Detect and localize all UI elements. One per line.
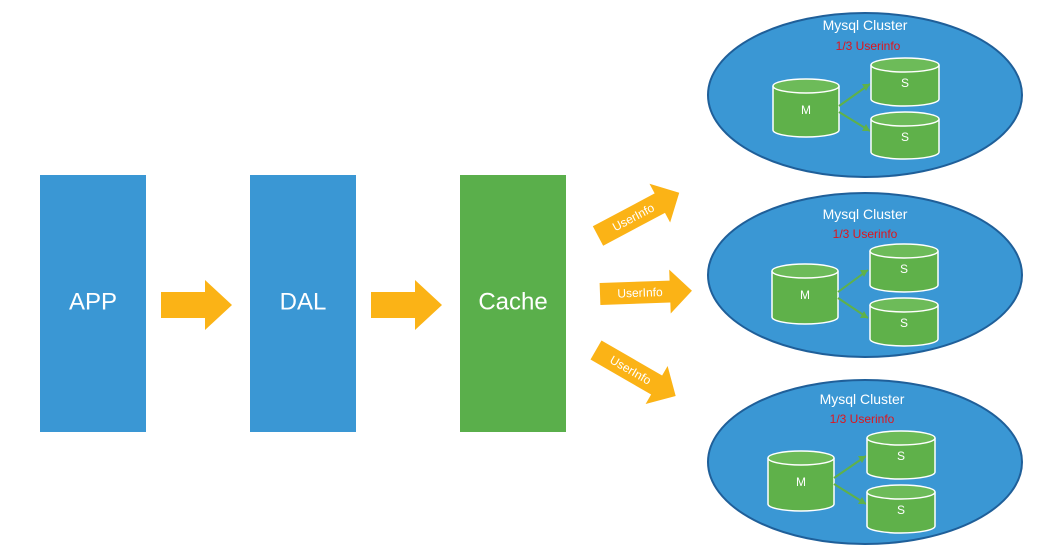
slave-db-cylinder-1: S [870, 57, 940, 107]
master-db-cylinder: M [771, 263, 839, 325]
slave-db-cylinder-2: S [869, 297, 939, 347]
dal-label: DAL [280, 288, 327, 315]
slave-label: S [897, 503, 905, 517]
slave-db-cylinder-2: S [866, 484, 936, 534]
slave-db-cylinder-2: S [870, 111, 940, 160]
app-label: APP [69, 288, 117, 315]
app-block: APP [40, 175, 146, 432]
mysql-cluster-2: Mysql Cluster 1/3 Userinfo M S S [707, 192, 1023, 358]
arrow-to-cluster-3: UserInfo [590, 340, 676, 405]
master-label: M [796, 475, 806, 489]
master-label: M [800, 288, 810, 302]
slave-db-cylinder-1: S [866, 430, 936, 480]
mysql-cluster-3: Mysql Cluster 1/3 Userinfo M S S [707, 379, 1023, 545]
arrow-to-cluster-2: UserInfo [599, 269, 692, 314]
arrow-to-cluster-1: UserInfo [592, 183, 680, 246]
arrow-label-mid: UserInfo [617, 285, 663, 301]
arrow-app-to-dal [161, 280, 232, 330]
cluster-subtitle: 1/3 Userinfo [830, 412, 895, 426]
slave-label: S [900, 262, 908, 276]
slave-db-cylinder-1: S [869, 243, 939, 293]
slave-label: S [900, 316, 908, 330]
cluster-title: Mysql Cluster [823, 206, 908, 222]
mysql-cluster-1: Mysql Cluster 1/3 Userinfo M S S [707, 12, 1023, 178]
slave-label: S [901, 76, 909, 90]
cluster-subtitle: 1/3 Userinfo [833, 227, 898, 241]
cache-block: Cache [460, 175, 566, 432]
master-db-cylinder: M [772, 78, 840, 138]
master-db-cylinder: M [767, 450, 835, 512]
master-label: M [801, 103, 811, 117]
cluster-title: Mysql Cluster [823, 17, 908, 33]
cluster-subtitle: 1/3 Userinfo [836, 39, 901, 53]
cache-label: Cache [478, 288, 547, 315]
slave-label: S [901, 130, 909, 144]
cluster-title: Mysql Cluster [820, 391, 905, 407]
arrow-dal-to-cache [371, 280, 442, 330]
dal-block: DAL [250, 175, 356, 432]
slave-label: S [897, 449, 905, 463]
